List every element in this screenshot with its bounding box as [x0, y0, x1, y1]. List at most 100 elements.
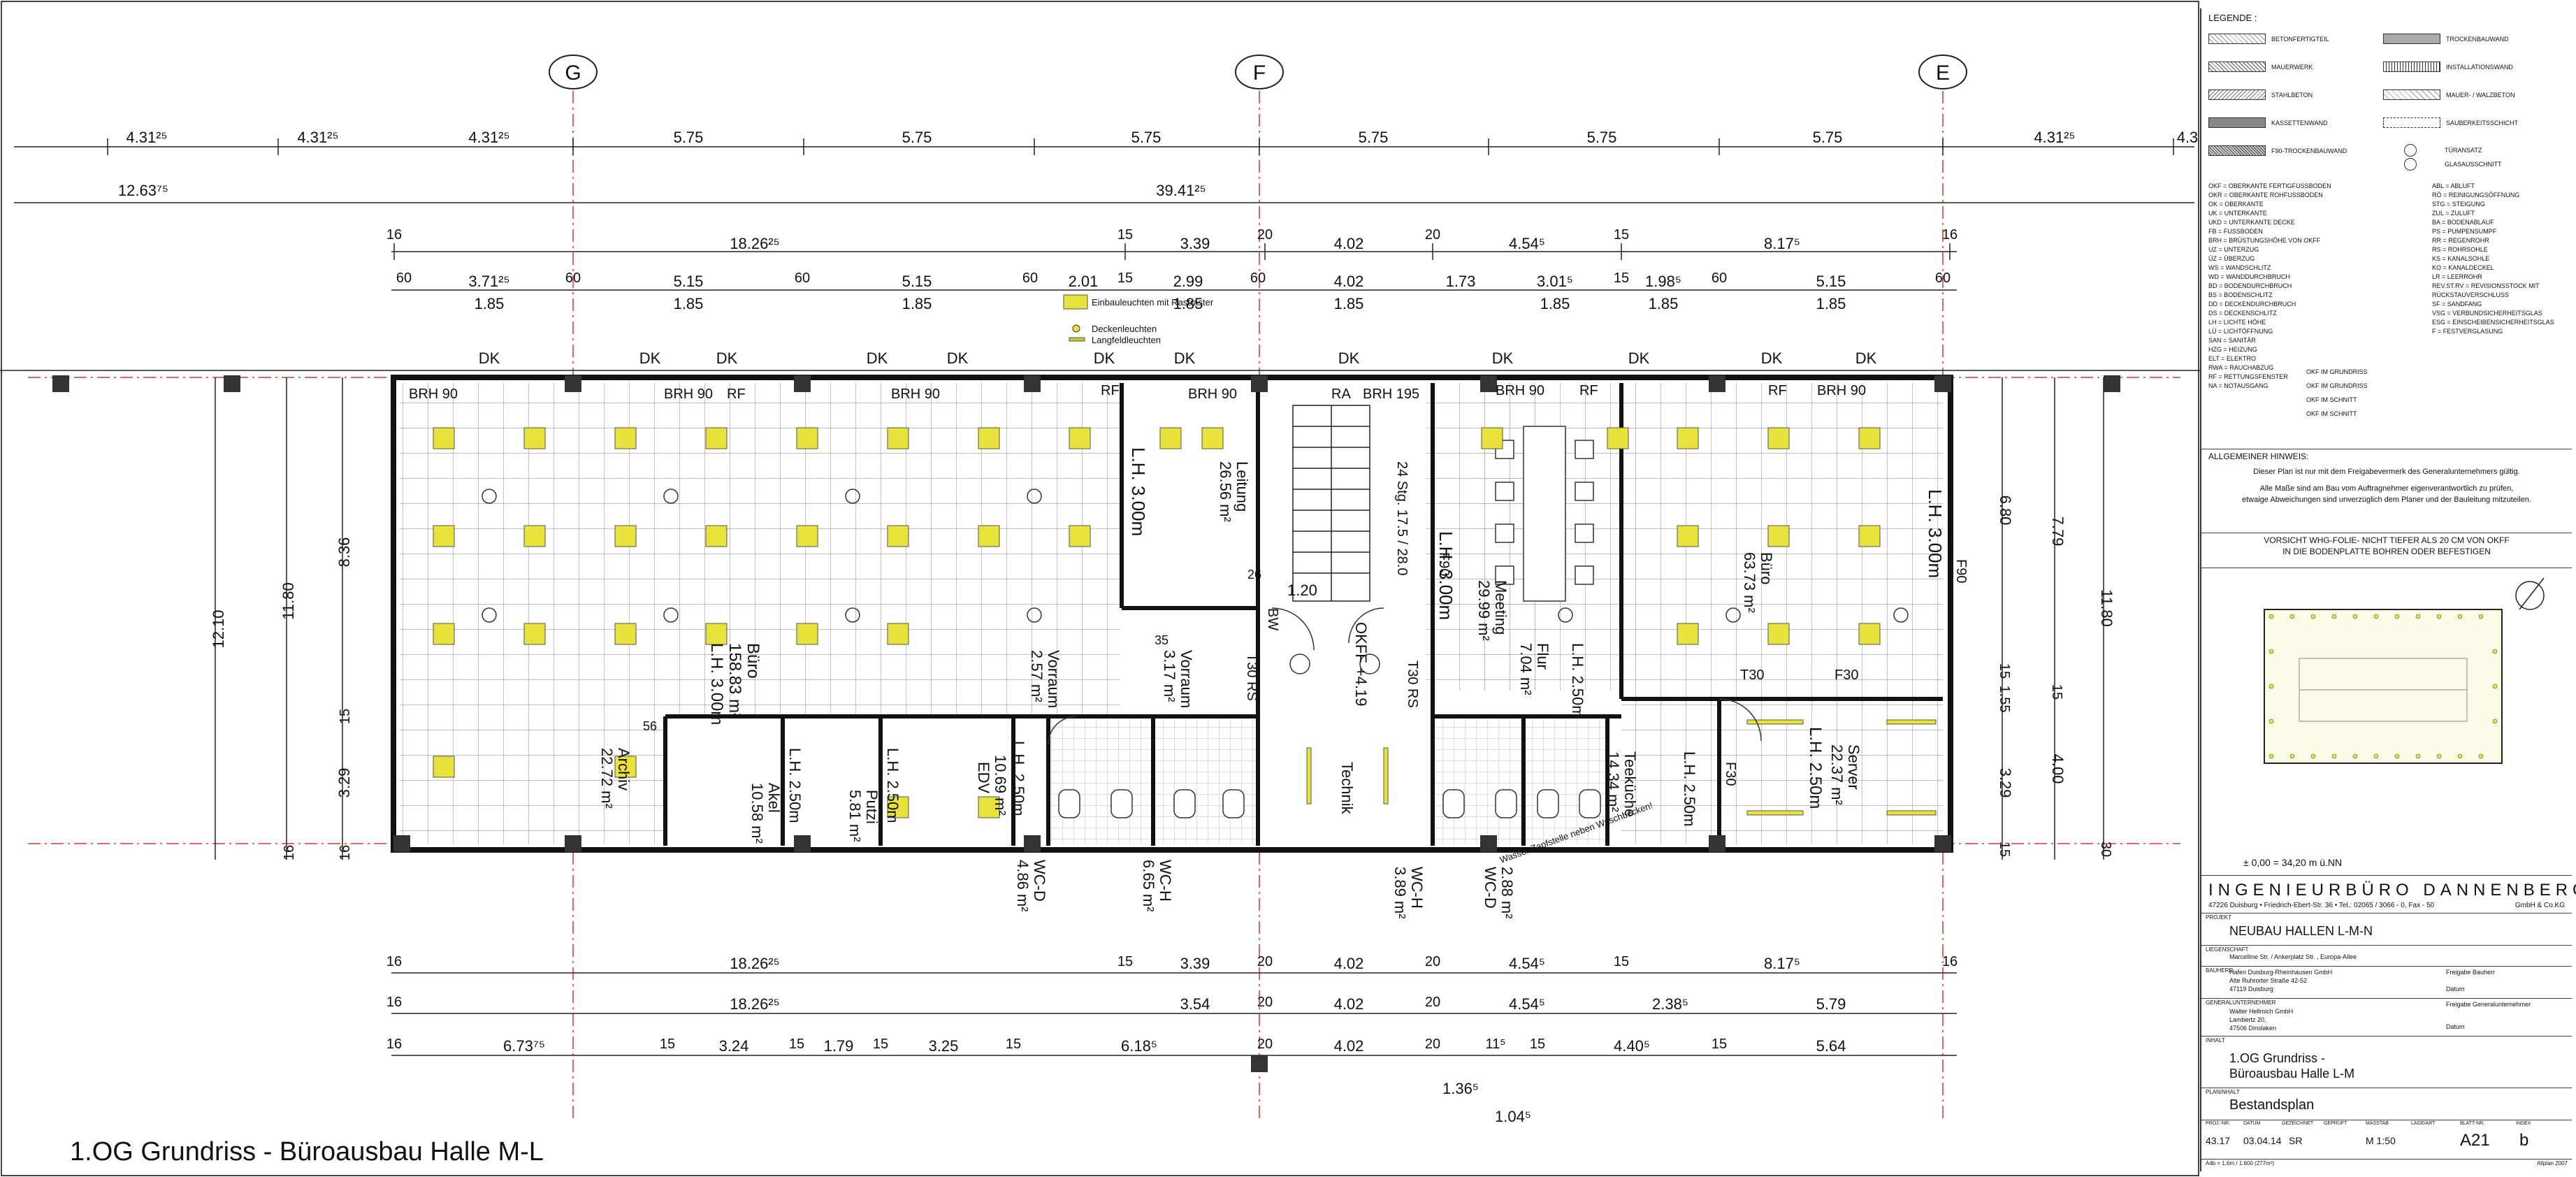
light-fixtures: [433, 427, 1937, 818]
f90-label: F90: [1436, 552, 1452, 576]
dim-4b-4: 1.85: [1173, 295, 1203, 312]
room-lh: L.H. 2.50m: [884, 748, 902, 823]
dim-b3-15: 15: [1530, 1037, 1545, 1052]
dim-3-3: 15: [1117, 227, 1133, 243]
okff-label: OKFF +4.19: [1352, 622, 1370, 706]
gu-label: GENERALUNTERNEHMER: [2206, 999, 2276, 1006]
legend-item: SAUBERKEITSSCHICHT: [2383, 117, 2518, 128]
label-dk: DK: [1761, 349, 1783, 367]
dim-l-6: 16: [282, 845, 297, 860]
release-builder: Freigabe Bauherr: [2446, 969, 2496, 976]
warning-line: IN DIE BODENPLATTE BOHREN ODER BEFESTIGE…: [2282, 547, 2491, 556]
dimension-ticks: [107, 138, 2174, 260]
building: [52, 375, 2120, 1072]
dim-b2-4: 20: [1257, 995, 1273, 1010]
abbr-item: OKR = OBERKANTE ROHFUSSBODEN: [2208, 192, 2323, 198]
dim-3-6: 4.02: [1334, 235, 1364, 252]
room-lh: L.H. 3.00m: [1128, 447, 1149, 536]
north-arrow-icon: [2515, 577, 2545, 610]
dim-r-6: 15: [2049, 684, 2064, 700]
dim-b4-1: 1.36⁵: [1442, 1080, 1479, 1097]
legend-label: GLASAUSSCHNITT: [2445, 161, 2502, 168]
dim-b1-11: 16: [1942, 954, 1958, 969]
legend-label: TÜRANSATZ: [2445, 147, 2482, 154]
field-label: GEZEICHNET: [2282, 1121, 2314, 1126]
room-name: Flur: [1534, 643, 1551, 670]
dim-b1-5: 20: [1257, 954, 1273, 969]
room-area: 6.65 m²: [1140, 860, 1157, 912]
legend-label: INSTALLATIONSWAND: [2446, 63, 2513, 71]
dim-4-9: 15: [1117, 270, 1133, 286]
label-dk: DK: [1855, 349, 1877, 367]
f30-label: F30: [1723, 762, 1738, 786]
swatch-icon: [2208, 34, 2266, 44]
value-26: 26: [1247, 568, 1261, 582]
dim-4-2: 3.71²⁵: [468, 273, 509, 290]
dim-1-8: 5.75: [1587, 129, 1617, 146]
abbr-item: RR = REGENROHR: [2432, 237, 2489, 244]
room-name: Server: [1845, 744, 1862, 790]
abbr-item: SF = SANDFANG: [2432, 301, 2482, 308]
room-name: Technik: [1338, 762, 1356, 815]
abbr-item: BA = BODENABLAUF: [2432, 219, 2494, 226]
stair: [1292, 405, 1370, 602]
window-labels: DK DK DK DK DK DK DK DK DK DK DK DK BRH …: [409, 349, 1877, 402]
dim-b1-2: 18.26²⁵: [730, 955, 780, 972]
dim-l-7: 16: [338, 845, 353, 860]
gu-line: 47506 Dinslaken: [2229, 1025, 2277, 1032]
notes-section: ALLGEMEINER HINWEIS: Dieser Plan ist nur…: [2201, 449, 2572, 533]
room-area: 7.04 m²: [1517, 643, 1535, 695]
dim-b3-11: 20: [1257, 1037, 1273, 1052]
meeting-table: [1495, 426, 1594, 602]
label-rf: RF: [1579, 383, 1598, 398]
swatch-icon: [2383, 89, 2440, 100]
symbol-item: OKF IM SCHNITT: [2306, 410, 2357, 417]
dim-b3-6: 1.79: [824, 1037, 854, 1055]
dim-b1-1: 16: [386, 954, 402, 969]
left-dimensions: 12.10 11.80 8.36 15 3.29 16 16: [210, 537, 353, 861]
abbr-item: KS = KANALSOHLE: [2432, 255, 2490, 262]
swatch-icon: [2208, 89, 2266, 100]
label-brh: BRH 90: [1817, 383, 1866, 398]
dim-1-6: 5.75: [1131, 129, 1162, 146]
dim-b1-4: 3.39: [1180, 955, 1210, 972]
abbr-item: LÜ = LICHTÖFFNUNG: [2208, 328, 2273, 335]
legend-item: MAUER- / WALZBETON: [2383, 89, 2515, 100]
dimension-row-3: 16 18.26²⁵ 15 3.39 20 4.02 20 4.54⁵ 15 8…: [386, 227, 1958, 252]
dim-b3-4: 3.24: [719, 1037, 749, 1055]
dim-r-7: 3.29: [1997, 768, 2014, 798]
abbr-item: REV.ST.RV = REVISIONSSTOCK MIT RÜCKSTAUV…: [2432, 282, 2540, 298]
room-area: 3.89 m²: [1391, 867, 1409, 919]
dim-r-2: 7.79: [2049, 517, 2067, 547]
scale: M 1:50: [2366, 1135, 2396, 1146]
axis-bubble: [1918, 55, 1967, 89]
label-rf: RF: [1101, 383, 1120, 398]
dim-b1-6: 4.02: [1334, 955, 1364, 972]
project-label: PROJEKT: [2206, 914, 2231, 920]
abbr-item: HZG = HEIZUNG: [2208, 346, 2257, 353]
dim-4-15: 15: [1614, 270, 1629, 286]
abbr-item: ÜZ = ÜBERZUG: [2208, 255, 2255, 262]
room-name: Büro: [1758, 552, 1775, 584]
fixture-legend-recessed: Einbauleuchten mit Rastraster: [1092, 297, 1214, 308]
room-name: WC-H: [1157, 860, 1174, 902]
legend-label: TROCKENBAUWAND: [2446, 35, 2509, 43]
dim-l-1: 12.10: [210, 609, 227, 648]
dim-4-5: 60: [795, 270, 810, 286]
dim-4-11: 60: [1250, 270, 1266, 286]
abbreviation-list: OKF = OBERKANTE FERTIGFUSSBODEN OKR = OB…: [2208, 182, 2331, 391]
room-area: 22.37 m²: [1828, 744, 1846, 805]
dim-b3-13: 20: [1425, 1037, 1440, 1052]
field-label: DATUM: [2243, 1121, 2261, 1126]
abbr-item: RÖ = REINIGUNGSÖFFNUNG: [2432, 192, 2520, 198]
dim-4b-8: 1.85: [1816, 295, 1846, 312]
dim-b3-7: 15: [873, 1037, 888, 1052]
dim-4-14: 3.01⁵: [1537, 273, 1573, 290]
label-dk: DK: [1094, 349, 1115, 367]
room-area: 26.56 m²: [1217, 461, 1234, 522]
notes-line: Alle Maße sind am Bau vom Auftragnehmer …: [2259, 484, 2514, 493]
room-area: 2.57 m²: [1028, 650, 1045, 702]
dim-b1-8: 4.54⁵: [1509, 955, 1545, 972]
abbr-item: STG = STEIGUNG: [2432, 201, 2485, 208]
dim-b4-2: 1.04⁵: [1495, 1108, 1531, 1125]
